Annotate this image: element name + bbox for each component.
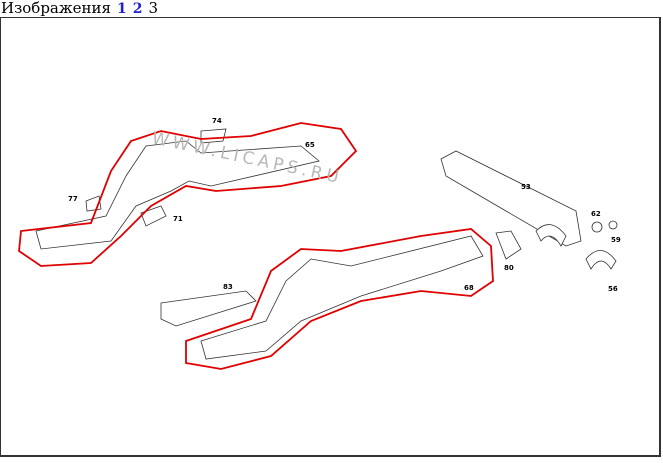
label-80: 80 [504, 264, 514, 272]
label-83: 83 [223, 283, 233, 291]
highlight-outlines [18, 122, 494, 370]
label-53: 53 [521, 183, 531, 191]
label-77: 77 [68, 195, 78, 203]
parts-diagram: WWW.LICAPS.RU 74 65 77 71 53 62 59 80 68… [0, 17, 661, 457]
diagram-svg: WWW.LICAPS.RU 74 65 77 71 53 62 59 80 68… [18, 117, 621, 370]
label-71: 71 [173, 215, 183, 223]
label-56: 56 [608, 285, 618, 293]
page-link-2[interactable]: 2 [132, 1, 143, 17]
label-59: 59 [611, 236, 621, 244]
parts-drawing [35, 128, 618, 360]
highlight-68 [185, 228, 494, 370]
highlight-65 [18, 122, 358, 267]
current-page: 3 [148, 0, 159, 17]
label-62: 62 [591, 210, 601, 218]
label-65: 65 [305, 141, 315, 149]
page-link-1[interactable]: 1 [117, 1, 127, 17]
label-74: 74 [212, 117, 222, 125]
label-68: 68 [464, 284, 474, 292]
page-title: Изображения [1, 0, 112, 17]
